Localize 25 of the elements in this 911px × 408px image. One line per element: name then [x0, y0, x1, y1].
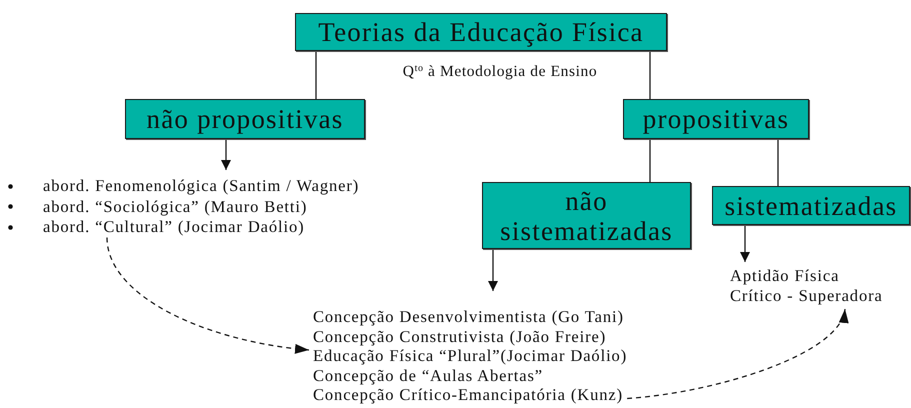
list-item: Concepção de “Aulas Abertas” — [313, 366, 544, 385]
category-box: Teorias da Educação Física — [295, 13, 667, 51]
list-item: Concepção Construtivista (João Freire) — [313, 326, 608, 346]
list-item: Educação Física “Plural”(Jocimar Daólio) — [313, 346, 628, 366]
list-item: Aptidão Física — [730, 266, 840, 286]
connector-line — [649, 139, 651, 182]
category-box: não sistematizadas — [482, 182, 691, 249]
connector-line — [649, 51, 651, 99]
arrow — [221, 139, 231, 170]
list-item: abord. “Sociológica” (Mauro Betti) — [43, 196, 308, 217]
list-item: abord. Fenomenológica (Santim / Wagner) — [43, 176, 360, 196]
connector-line — [315, 51, 317, 99]
category-box: não propositivas — [125, 99, 365, 139]
list-item: abord. “Cultural” (Jocimar Daólio) — [43, 217, 305, 238]
list-item: Crítico - Superadora — [730, 286, 883, 305]
list-item: Concepção Crítico-Emancipatória (Kunz) — [313, 385, 624, 404]
arrow — [106, 237, 310, 354]
list-item: Concepção Desenvolvimentista (Go Tani) — [313, 307, 625, 326]
note-text: Q$^{to}$ à Metodologia de Ensino — [402, 62, 598, 82]
category-box: sistematizadas — [712, 186, 910, 225]
arrow — [488, 249, 498, 291]
connector-line — [777, 139, 779, 186]
arrow — [627, 308, 846, 400]
arrow — [740, 225, 750, 262]
category-box: propositivas — [623, 99, 809, 139]
